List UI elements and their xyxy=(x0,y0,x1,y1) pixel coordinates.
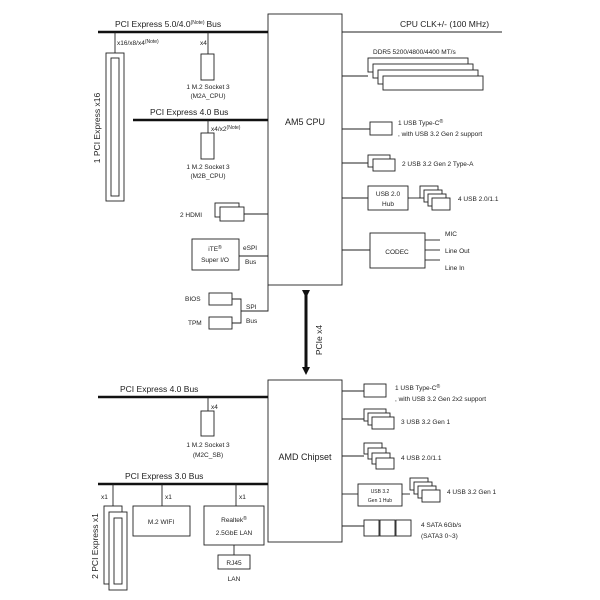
chipset-usb20-label: 4 USB 2.0/1.1 xyxy=(401,455,442,462)
sata-line1: 4 SATA 6Gb/s xyxy=(421,522,462,529)
usb20-ports-label: 4 USB 2.0/1.1 xyxy=(458,196,499,203)
tpm-chip xyxy=(208,316,233,330)
cpu-label: AM5 CPU xyxy=(285,117,325,127)
usb32-hub-ports-label: 4 USB 3.2 Gen 1 xyxy=(447,489,497,496)
rj45-port xyxy=(217,554,251,570)
rj45-label: RJ45 xyxy=(226,560,242,567)
super-io-block xyxy=(191,238,240,271)
m2c-line1: 1 M.2 Socket 3 xyxy=(186,442,230,449)
usb20-hub-line1: USB 2.0 xyxy=(376,191,401,198)
usb32-hub xyxy=(357,483,403,507)
m2a-socket xyxy=(200,53,215,81)
bios-label: BIOS xyxy=(185,296,201,303)
lan-line1: Realtek® xyxy=(221,515,247,524)
codec-label: CODEC xyxy=(385,249,409,256)
pcie3-bus-label: PCI Express 3.0 Bus xyxy=(125,471,203,481)
m2a-line1: 1 M.2 Socket 3 xyxy=(186,84,230,91)
ddr5-label: DDR5 5200/4800/4400 MT/s xyxy=(373,49,456,56)
chipset-usb32-gen1-ports xyxy=(371,416,395,430)
spi-line1: SPI xyxy=(246,304,257,311)
chipset-pcie4-bus-label: PCI Express 4.0 Bus xyxy=(120,384,198,394)
mic-label: MIC xyxy=(445,231,457,238)
x1-a-label: x1 xyxy=(101,494,108,501)
m2b-socket xyxy=(200,132,215,160)
spi-line2: Bus xyxy=(246,318,258,325)
line-in-label: Line In xyxy=(445,265,465,272)
chipset-label: AMD Chipset xyxy=(278,452,332,462)
chipset-block xyxy=(267,379,343,543)
hdmi-port-2 xyxy=(219,206,245,222)
m2c-socket xyxy=(200,410,215,437)
cpu-pcie4-bus-label: PCI Express 4.0 Bus xyxy=(150,107,228,117)
lan-line2: 2.5GbE LAN xyxy=(216,530,253,537)
pcie-x1-slot-inner xyxy=(113,517,123,585)
chipset-usbc-line2: , with USB 3.2 Gen 2x2 support xyxy=(395,396,486,403)
usb32-hub-ports xyxy=(421,489,441,503)
cpu-usba-ports xyxy=(372,158,396,172)
tpm-label: TPM xyxy=(188,320,202,327)
line-out-label: Line Out xyxy=(445,248,470,255)
bios-chip xyxy=(208,292,233,306)
usb20-hub xyxy=(367,185,409,211)
m2c-link-label: x4 xyxy=(211,404,218,411)
pcie5-bus-label: PCI Express 5.0/4.0(Note)Bus xyxy=(115,19,221,29)
espi-line1: eSPI xyxy=(243,245,257,252)
espi-line2: Bus xyxy=(245,259,257,266)
m2-wifi-label: M.2 WIFI xyxy=(148,519,175,526)
pcie-x16-slot-inner xyxy=(110,57,120,197)
cpu-usbc-line1: 1 USB Type-C® xyxy=(398,118,443,127)
ddr5-dimm xyxy=(382,75,484,91)
usb20-ports xyxy=(431,197,451,211)
pcie-x16-slot-label: 1 PCI Express x16 xyxy=(92,93,102,164)
slot-link-label: x16/x8/x4(Note) xyxy=(117,39,159,47)
ite-line2: Super I/O xyxy=(201,257,229,264)
realtek-lan-block xyxy=(203,505,265,546)
sata-ports xyxy=(395,519,412,537)
x1-b-label: x1 xyxy=(165,494,172,501)
cpu-usbc-port xyxy=(369,121,393,136)
lan-label: LAN xyxy=(228,576,241,583)
codec-block xyxy=(369,232,426,269)
m2c-line2: (M2C_SB) xyxy=(193,452,223,459)
cpu-block xyxy=(267,13,343,286)
chipset-usbc-port xyxy=(363,383,387,398)
usb32-hub-line1: USB 3.2 xyxy=(371,489,390,495)
m2a-line2: (M2A_CPU) xyxy=(190,93,225,100)
hdmi-label: 2 HDMI xyxy=(180,212,202,219)
pcie-x4-link-label: PCIe x4 xyxy=(314,325,324,356)
cpu-usbc-line2: , with USB 3.2 Gen 2 support xyxy=(398,131,482,138)
chipset-usb20-ports xyxy=(375,457,395,470)
chipset-usbc-line1: 1 USB Type-C® xyxy=(395,383,440,392)
chipset-usb32-gen1-label: 3 USB 3.2 Gen 1 xyxy=(401,419,451,426)
usb32-hub-line2: Gen 1 Hub xyxy=(368,498,392,504)
m2b-line1: 1 M.2 Socket 3 xyxy=(186,164,230,171)
m2a-link-label: x4 xyxy=(200,40,207,47)
ite-line1: iTE® xyxy=(208,244,222,253)
x1-c-label: x1 xyxy=(239,494,246,501)
cpu-clk-label: CPU CLK+/- (100 MHz) xyxy=(400,19,489,29)
m2-wifi-block xyxy=(132,505,191,537)
sata-line2: (SATA3 0~3) xyxy=(421,533,458,540)
m2b-link-label: x4/x2(Note) xyxy=(211,125,241,133)
usb20-hub-line2: Hub xyxy=(382,201,394,208)
pcie-x1-slots-label: 2 PCI Express x1 xyxy=(90,513,100,579)
cpu-usba-label: 2 USB 3.2 Gen 2 Type-A xyxy=(402,161,474,168)
m2b-line2: (M2B_CPU) xyxy=(190,173,225,180)
